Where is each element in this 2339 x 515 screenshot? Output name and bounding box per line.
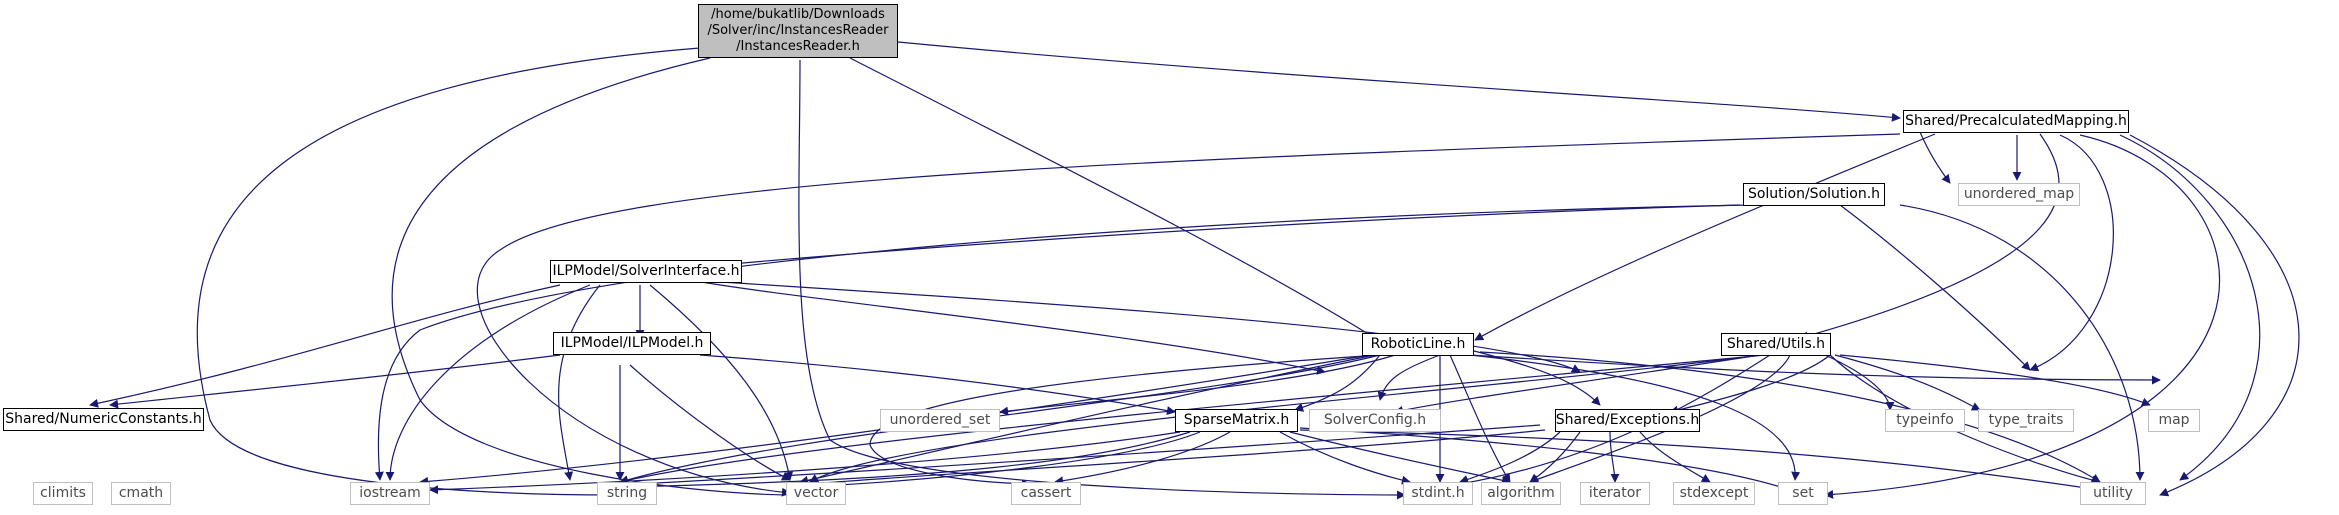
node-label: Shared/NumericConstants.h <box>5 411 202 427</box>
node-label: stdint.h <box>1411 485 1465 501</box>
node-type-traits: type_traits <box>1978 409 2074 432</box>
node-numeric-constants[interactable]: Shared/NumericConstants.h <box>3 408 204 431</box>
node-label: utility <box>2093 485 2133 501</box>
node-label: map <box>2158 412 2190 428</box>
node-iostream: iostream <box>350 482 430 505</box>
node-climits: climits <box>33 482 93 505</box>
node-label: SolverConfig.h <box>1323 412 1427 428</box>
root-file-node[interactable]: /home/bukatlib/Downloads /Solver/inc/Ins… <box>698 4 898 58</box>
node-label: typeinfo <box>1896 412 1954 428</box>
node-robotic-line[interactable]: RoboticLine.h <box>1362 333 1474 356</box>
node-label: ILPModel/SolverInterface.h <box>552 263 740 279</box>
node-ilp-model[interactable]: ILPModel/ILPModel.h <box>553 332 711 355</box>
node-vector: vector <box>786 482 846 505</box>
node-precalculated-mapping[interactable]: Shared/PrecalculatedMapping.h <box>1903 110 2129 133</box>
node-set: set <box>1778 482 1828 505</box>
root-path-line-3: /InstancesReader.h <box>736 39 860 54</box>
node-label: cassert <box>1020 485 1072 501</box>
node-label: vector <box>793 485 839 501</box>
node-exceptions[interactable]: Shared/Exceptions.h <box>1555 409 1700 432</box>
node-label: Solution/Solution.h <box>1747 186 1881 202</box>
node-label: string <box>606 485 648 501</box>
node-cassert: cassert <box>1011 482 1081 505</box>
root-path-line-1: /home/bukatlib/Downloads <box>711 7 885 22</box>
node-unordered-set: unordered_set <box>880 409 1000 432</box>
node-stdint: stdint.h <box>1403 482 1473 505</box>
node-solver-interface[interactable]: ILPModel/SolverInterface.h <box>550 260 742 283</box>
node-label: cmath <box>118 485 164 501</box>
node-solution[interactable]: Solution/Solution.h <box>1743 183 1885 206</box>
node-unordered-map: unordered_map <box>1958 183 2080 206</box>
node-map: map <box>2148 409 2200 432</box>
node-typeinfo: typeinfo <box>1885 409 1965 432</box>
node-label: unordered_map <box>1963 186 2075 202</box>
node-stdexcept: stdexcept <box>1673 482 1755 505</box>
node-label: SparseMatrix.h <box>1183 412 1290 428</box>
node-label: iostream <box>359 485 421 501</box>
node-label: Shared/Exceptions.h <box>1555 412 1700 428</box>
node-algorithm: algorithm <box>1481 482 1561 505</box>
node-label: RoboticLine.h <box>1370 336 1466 352</box>
node-cmath: cmath <box>111 482 171 505</box>
node-label: iterator <box>1588 485 1642 501</box>
node-solver-config: SolverConfig.h <box>1309 409 1441 432</box>
node-label: type_traits <box>1988 412 2064 428</box>
node-label: stdexcept <box>1679 485 1749 501</box>
node-string: string <box>597 482 657 505</box>
root-path-line-2: /Solver/inc/InstancesReader <box>707 23 889 38</box>
node-label: Shared/PrecalculatedMapping.h <box>1905 113 2127 129</box>
node-label: climits <box>40 485 86 501</box>
node-label: set <box>1792 485 1814 501</box>
node-label: ILPModel/ILPModel.h <box>560 335 704 351</box>
node-iterator: iterator <box>1580 482 1650 505</box>
node-sparse-matrix[interactable]: SparseMatrix.h <box>1175 409 1298 432</box>
node-label: Shared/Utils.h <box>1726 336 1826 352</box>
node-utility: utility <box>2080 482 2146 505</box>
node-label: algorithm <box>1487 485 1555 501</box>
node-label: unordered_set <box>889 412 991 428</box>
node-utils[interactable]: Shared/Utils.h <box>1721 333 1831 356</box>
